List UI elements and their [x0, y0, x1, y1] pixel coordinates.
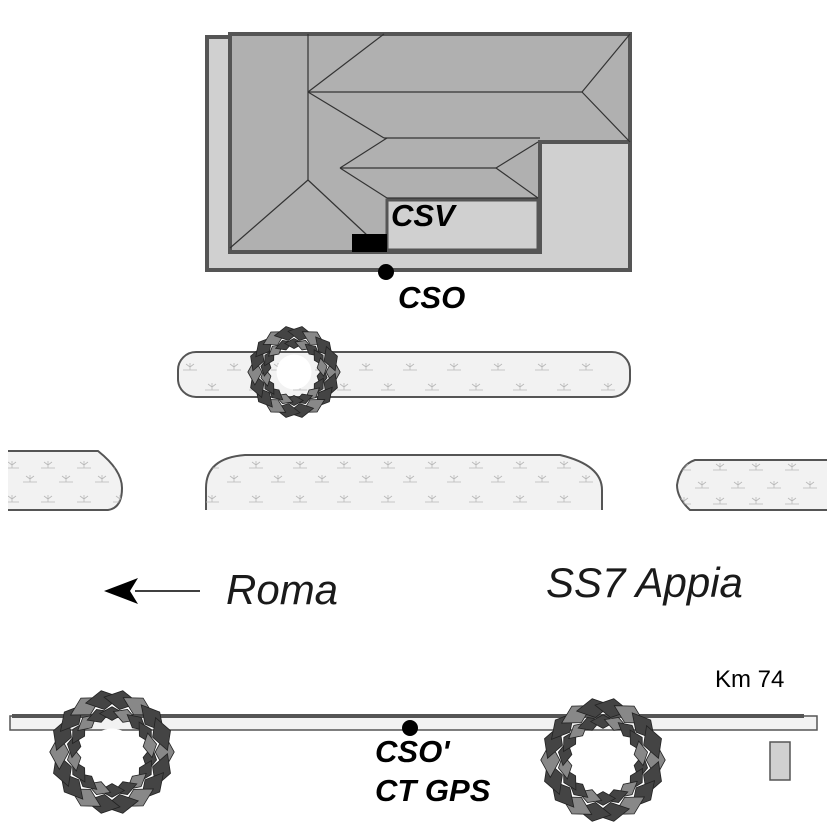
grass-verge-right	[675, 459, 827, 511]
cso-survey-point-icon	[378, 264, 394, 280]
grass-verge-middle	[205, 454, 603, 510]
tree-crown-icon	[540, 698, 666, 822]
building	[205, 32, 632, 272]
tree-crown-icon	[49, 690, 175, 814]
csv-label: CSV	[391, 198, 457, 233]
direction-label: Roma	[226, 566, 338, 613]
csv-instrument-marker	[352, 234, 387, 252]
km-marker-icon	[769, 741, 791, 781]
grass-verge-left	[8, 450, 124, 511]
cso-label: CSO	[398, 280, 465, 315]
arrow-left-icon	[104, 578, 200, 604]
km-label: Km 74	[715, 666, 784, 693]
cso-prime-survey-point-icon	[402, 720, 418, 736]
road-name-label: SS7 Appia	[546, 559, 743, 606]
courtyard	[385, 198, 540, 252]
tree-crown-icon	[247, 326, 341, 418]
ct-gps-label: CT GPS	[375, 773, 491, 808]
cso-prime-label: CSO'	[375, 734, 451, 769]
roof-ridges	[229, 33, 631, 249]
grass-verge-upper	[177, 351, 631, 398]
